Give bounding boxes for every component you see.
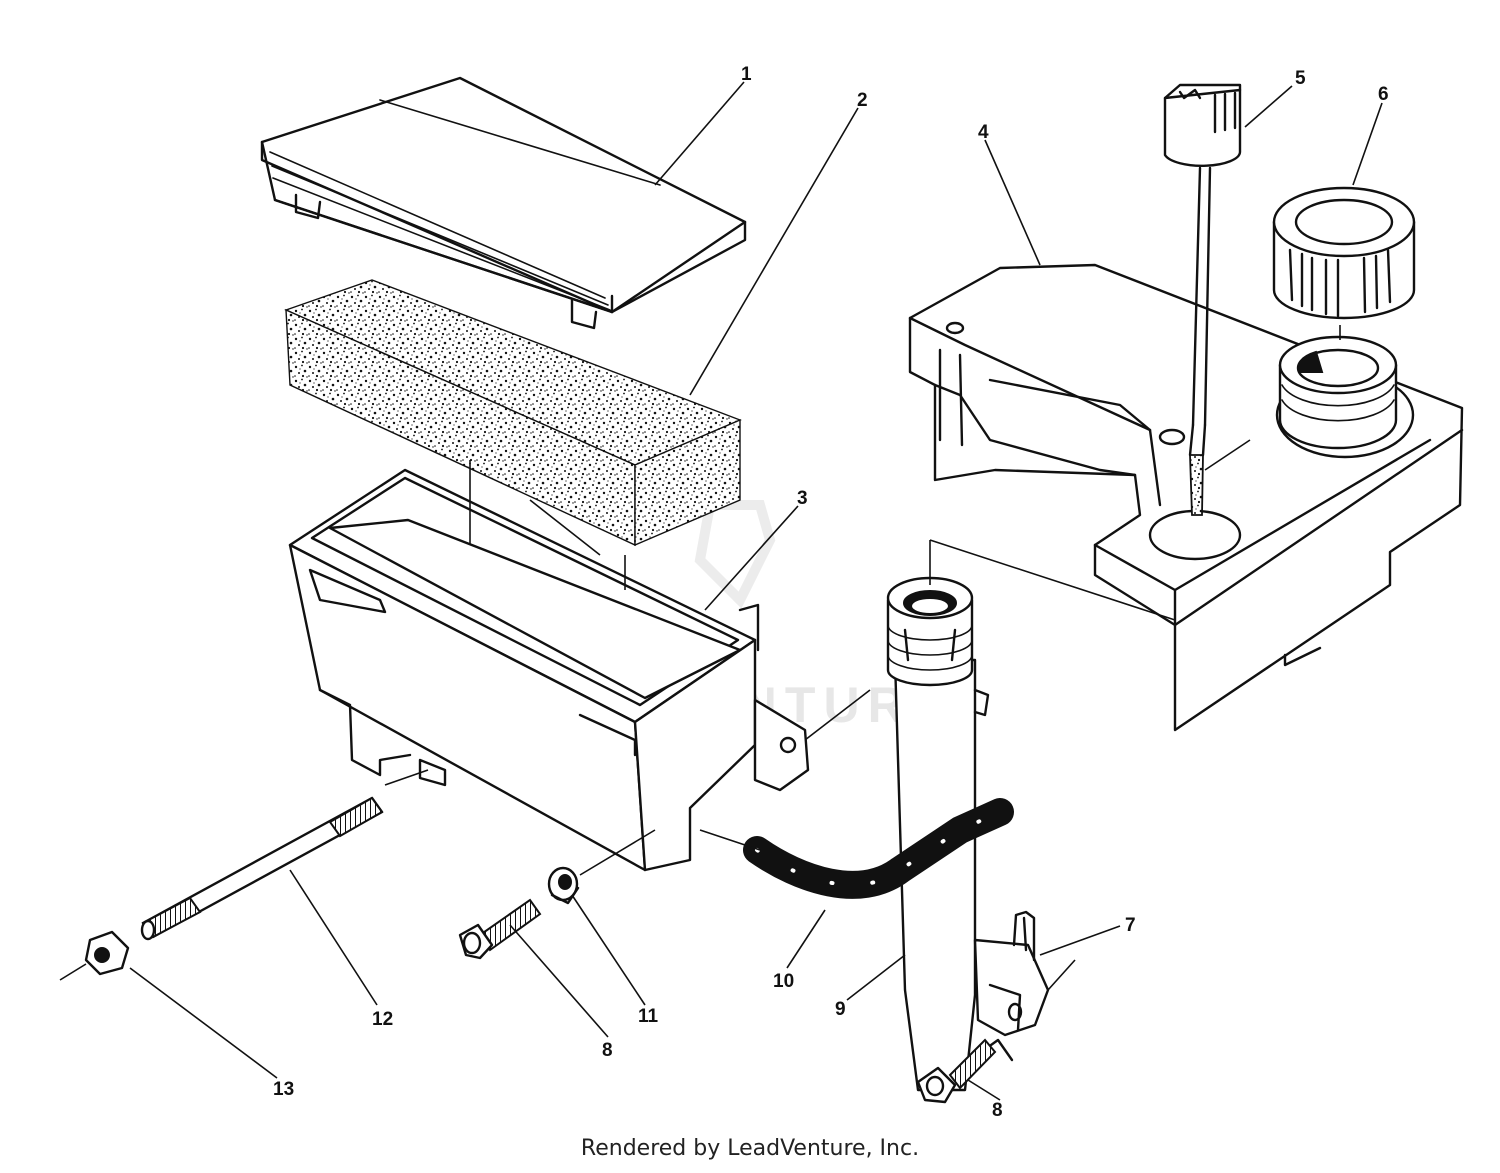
part-washer [547, 866, 580, 905]
callout-7: 7 [1125, 915, 1136, 936]
part-fuel-cap [1272, 186, 1416, 320]
callout-13: 13 [273, 1079, 294, 1100]
callout-1: 1 [741, 64, 752, 85]
callout-2: 2 [857, 90, 868, 111]
part-clip [1012, 910, 1036, 962]
callout-8-left: 8 [602, 1040, 613, 1061]
part-hose [743, 798, 1014, 899]
callout-9: 9 [835, 999, 846, 1020]
callout-leaders [129, 81, 1383, 1101]
part-dipstick [1163, 83, 1242, 516]
part-fill-tube [886, 576, 1050, 1092]
part-fuel-tank [908, 263, 1464, 732]
callout-10: 10 [773, 971, 794, 992]
callout-3: 3 [797, 488, 808, 509]
part-air-cleaner-cover [260, 76, 747, 330]
part-bolt-right [916, 1038, 997, 1104]
callout-6: 6 [1378, 84, 1389, 105]
part-foam-filter [284, 279, 742, 547]
part-tank-neck [1278, 335, 1398, 450]
assembly-centerlines [59, 325, 1341, 991]
part-nut [84, 930, 130, 976]
callout-4: 4 [978, 122, 989, 143]
part-air-cleaner-base [288, 468, 810, 872]
part-bolt-left [458, 898, 542, 960]
callout-11: 11 [638, 1006, 659, 1027]
footer-credit: Rendered by LeadVenture, Inc. [580, 1136, 920, 1161]
part-stud [140, 796, 384, 941]
callout-labels: 1 2 3 4 5 6 7 8 8 9 10 11 12 13 [273, 64, 1389, 1121]
callout-12: 12 [372, 1009, 393, 1030]
callout-5: 5 [1295, 68, 1306, 89]
callout-8-right: 8 [992, 1100, 1003, 1121]
